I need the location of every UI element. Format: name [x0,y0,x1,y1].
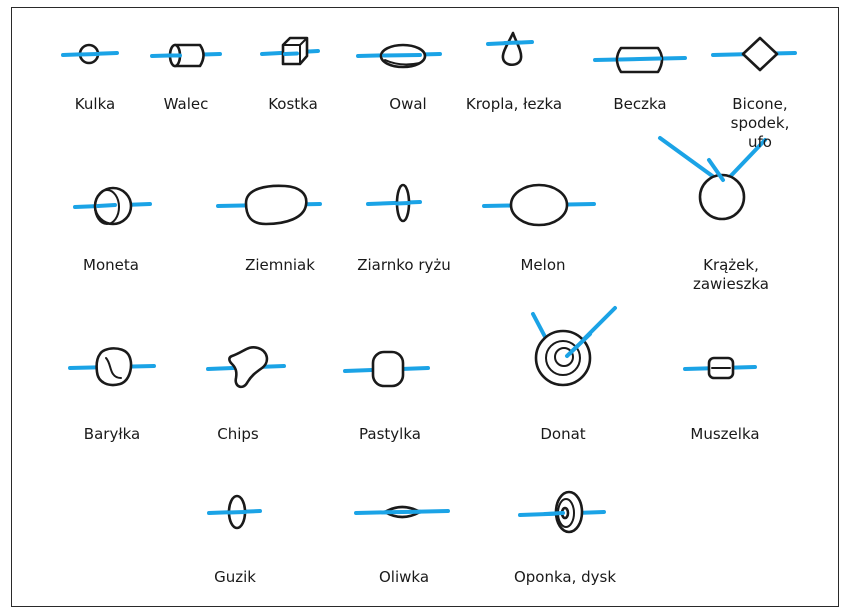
label-barylka: Baryłka [84,425,140,444]
donut-pendant-icon [533,308,615,385]
nugget-bead-icon [70,348,154,385]
label-guzik: Guzik [214,568,256,587]
label-muszelka: Muszelka [690,425,759,444]
label-donat: Donat [540,425,585,444]
label-ziemniak: Ziemniak [245,256,315,275]
barrel-bead-icon [595,48,685,72]
shell-bead-icon [685,358,755,378]
cube-bead-icon [262,38,318,64]
round-bead-icon [63,45,117,63]
chip-bead-icon [208,347,284,387]
olive-bead-icon [356,507,448,517]
label-kropla: Kropla, łezka [466,95,562,114]
label-kostka: Kostka [268,95,318,114]
label-oliwka: Oliwka [379,568,429,587]
coin-bead-icon [75,188,150,224]
label-walec: Walec [164,95,209,114]
label-moneta: Moneta [83,256,139,275]
oval-bead-icon [358,45,440,67]
label-krazek: Krążek, zawieszka [676,256,787,294]
label-chips: Chips [217,425,258,444]
melon-bead-icon [484,185,594,225]
label-kulka: Kulka [75,95,115,114]
label-beczka: Beczka [613,95,666,114]
label-bicone: Bicone, spodek, ufo [719,95,801,152]
lozenge-bead-icon [345,352,428,386]
cylinder-bead-icon [152,45,220,66]
disc-bead-icon [520,492,604,532]
label-owal: Owal [389,95,426,114]
teardrop-bead-icon [488,33,532,65]
rice-bead-icon [368,185,420,221]
potato-bead-icon [218,186,320,224]
label-oponka: Oponka, dysk [514,568,616,587]
label-ziarnko: Ziarnko ryżu [357,256,451,275]
label-pastylka: Pastylka [359,425,421,444]
bead-shapes-diagram [0,0,842,592]
bicone-bead-icon [713,38,795,70]
button-bead-icon [209,496,260,528]
label-melon: Melon [520,256,565,275]
